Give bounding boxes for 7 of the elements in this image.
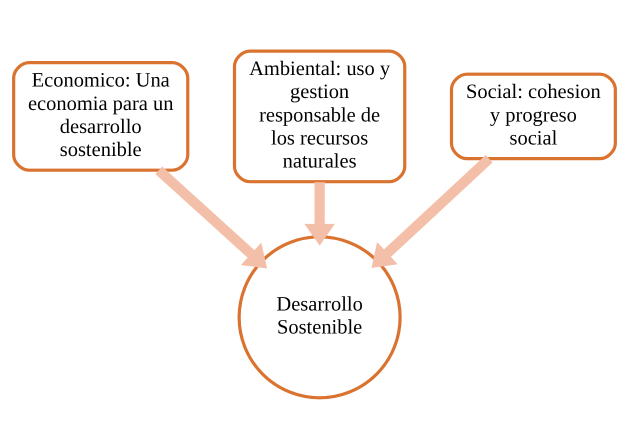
node-box: Economico: Una economia para un desarrollo sostenible [12, 60, 190, 172]
arrow [155, 166, 268, 268]
arrow [372, 154, 493, 268]
node-box: Social: cohesion y progreso social [450, 72, 617, 160]
node-circle: Desarrollo Sostenible [238, 234, 402, 399]
arrow [304, 182, 335, 246]
node-box: Ambiental: uso y gestion responsable de los recursos naturales [232, 49, 406, 183]
